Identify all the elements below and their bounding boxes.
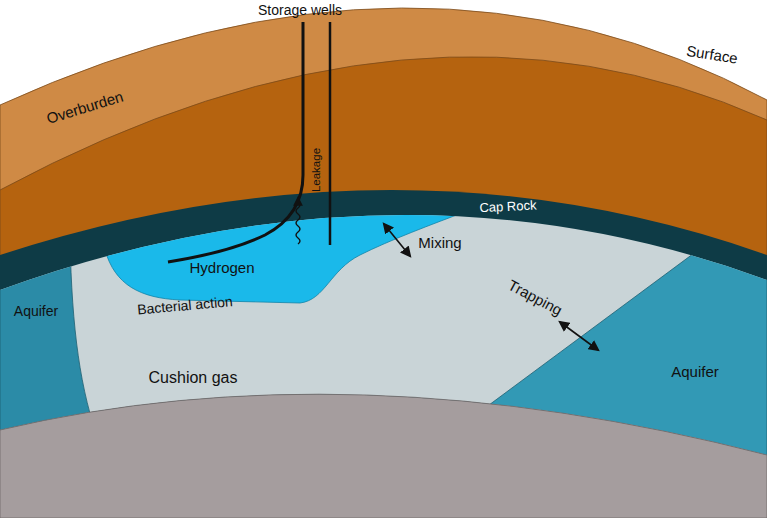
base-rock (0, 394, 767, 518)
vertical-well (329, 22, 332, 245)
well-label: Storage wells (258, 3, 342, 18)
process-label: Trapping (505, 277, 565, 319)
overburden-layer (0, 57, 767, 518)
deviated-well (168, 22, 303, 262)
layer-label: Overburden (45, 89, 126, 128)
leakage-arrow (296, 198, 300, 244)
process-label: Bacterial action (137, 294, 234, 318)
surface-label: Surface (685, 43, 739, 67)
layer-label: Cap Rock (479, 198, 537, 215)
region-label: Aquifer (14, 304, 58, 319)
trapping-arrow (560, 322, 598, 350)
process-label: Mixing (418, 235, 461, 252)
mixing-arrow (384, 224, 410, 256)
surface-layer (0, 8, 767, 518)
region-label: Hydrogen (189, 260, 254, 277)
region-label: Cushion gas (149, 369, 238, 387)
hydrogen-region (105, 150, 470, 303)
region-label: Aquifer (671, 364, 719, 381)
leakage-label: Leakage (310, 148, 323, 192)
